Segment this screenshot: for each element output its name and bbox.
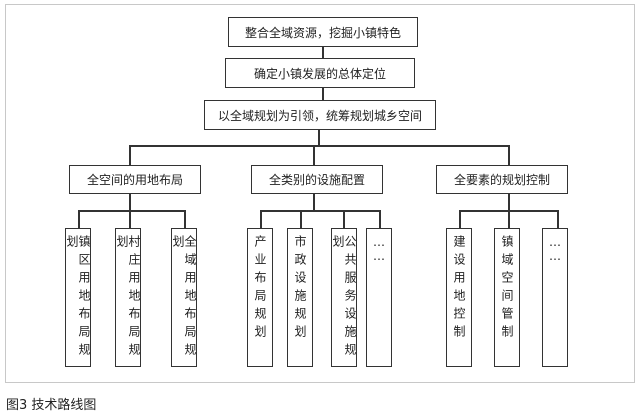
level2-label: 确定小镇发展的总体定位 [253, 66, 386, 81]
connector [129, 145, 131, 165]
leaf-label: 建设用地控制 [452, 235, 466, 343]
connector [343, 210, 345, 228]
branch-label: 全类别的设施配置 [268, 173, 365, 187]
connector [78, 210, 185, 212]
connector [459, 210, 558, 212]
level1-label: 整合全域资源，挖掘小镇特色 [244, 25, 401, 40]
leaf-label: 公共服务设施规划 [331, 235, 357, 361]
leaf-label: 镇域空间管制 [500, 235, 514, 343]
connector [129, 194, 131, 210]
leaf-box: 市政设施规划 [287, 228, 313, 367]
level1-box: 整合全域资源，挖掘小镇特色 [228, 17, 418, 47]
level3-box: 以全域规划为引领，统筹规划城乡空间 [204, 100, 436, 130]
figure-caption: 图3 技术路线图 [6, 398, 97, 413]
connector [313, 145, 315, 165]
connector [379, 210, 381, 228]
leaf-label: 市政设施规划 [293, 235, 307, 343]
connector [313, 194, 315, 210]
connector [459, 210, 461, 228]
level3-label: 以全域规划为引领，统筹规划城乡空间 [217, 108, 422, 123]
connector [129, 145, 509, 147]
leaf-box: 公共服务设施规划 [331, 228, 357, 367]
connector [184, 210, 186, 228]
leaf-label: 产业布局规划 [253, 235, 267, 343]
connector [129, 210, 131, 228]
leaf-label: 镇区用地布局规划 [65, 235, 91, 361]
connector [78, 210, 80, 228]
connector [300, 210, 302, 228]
level2-box: 确定小镇发展的总体定位 [225, 58, 415, 88]
connector [508, 145, 510, 165]
connector [260, 210, 262, 228]
leaf-box: …… [542, 228, 568, 367]
leaf-box: 村庄用地布局规划 [115, 228, 141, 367]
connector [322, 46, 324, 58]
leaf-box: 建设用地控制 [446, 228, 472, 367]
branch-label: 全空间的用地布局 [86, 173, 183, 187]
leaf-ellipsis: …… [548, 235, 562, 263]
leaf-box: 镇区用地布局规划 [65, 228, 91, 367]
leaf-box: 产业布局规划 [247, 228, 273, 367]
connector [318, 130, 320, 145]
connector [557, 210, 559, 228]
branch-box-land-use: 全空间的用地布局 [69, 165, 201, 194]
connector [260, 210, 380, 212]
leaf-box: 镇域空间管制 [494, 228, 520, 367]
leaf-box: …… [366, 228, 392, 367]
branch-box-control: 全要素的规划控制 [436, 165, 568, 194]
leaf-label: 村庄用地布局规划 [115, 235, 141, 361]
leaf-box: 全域用地布局规划 [171, 228, 197, 367]
leaf-ellipsis: …… [372, 235, 386, 263]
branch-box-facilities: 全类别的设施配置 [251, 165, 383, 194]
diagram-frame [5, 4, 635, 383]
branch-label: 全要素的规划控制 [453, 173, 550, 187]
connector [322, 88, 324, 100]
leaf-label: 全域用地布局规划 [171, 235, 197, 361]
